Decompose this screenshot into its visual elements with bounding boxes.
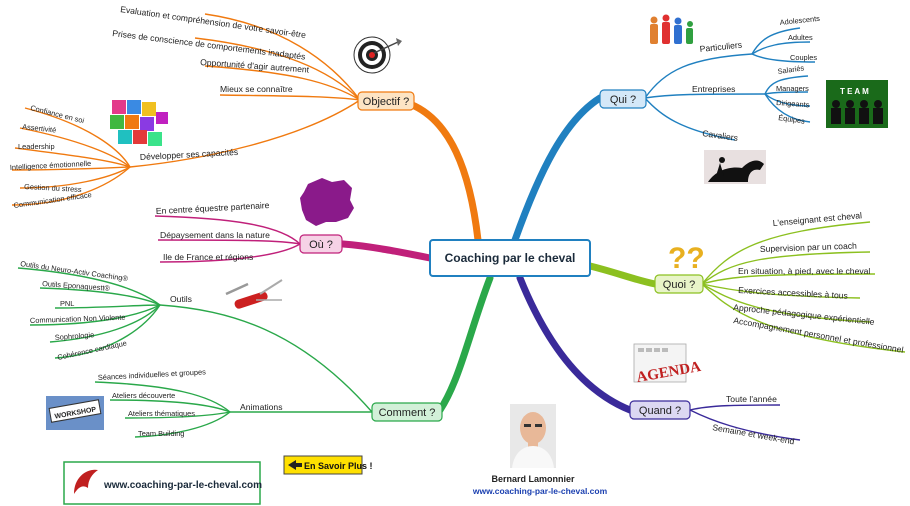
family-icon	[650, 14, 693, 44]
quand-item: Semaine et week-end	[712, 422, 796, 446]
objectif-items: Evaluation et compréhension de votre sav…	[10, 4, 310, 210]
node-quoi[interactable]: Quoi ?	[654, 274, 704, 294]
capacites-item: Intelligence émotionnelle	[10, 159, 92, 172]
comment-label: Comment ?	[379, 407, 436, 419]
particuliers-item: Adolescents	[779, 14, 820, 27]
logo-icon	[74, 469, 98, 494]
objectif-label: Objectif ?	[363, 96, 409, 108]
branch-objectif	[406, 100, 482, 244]
node-objectif[interactable]: Objectif ?	[357, 91, 415, 111]
entreprises-item: Équipes	[778, 113, 806, 126]
animations-item: Team Building	[138, 429, 184, 438]
objectif-item: Mieux se connaître	[220, 84, 293, 94]
quand-sub	[689, 404, 801, 441]
outils-item: Communication Non Violente	[30, 313, 126, 325]
author-url[interactable]: www.coaching-par-le-cheval.com	[472, 486, 608, 496]
horse-rider-icon	[704, 150, 766, 184]
quoi-sub	[701, 221, 906, 353]
main-branches	[339, 94, 659, 414]
ou-item: En centre équestre partenaire	[156, 200, 270, 216]
cavaliers-label: Cavaliers	[702, 128, 739, 143]
target-icon	[353, 36, 402, 74]
arrow-left-icon	[288, 460, 302, 470]
ou-item: Dépaysement dans la nature	[160, 230, 270, 240]
quoi-item: L'enseignant est cheval	[772, 210, 862, 228]
ou-item: Ile de France et régions	[163, 252, 253, 262]
outils-item: Cohérence cardiaque	[57, 338, 128, 361]
france-map-icon	[300, 178, 354, 226]
ou-sub	[154, 215, 301, 263]
quoi-item: Supervision par un coach	[760, 241, 857, 254]
animations-label: Animations	[240, 402, 283, 412]
capacites-item: Assertivité	[22, 122, 57, 135]
capacites-item: Gestion du stress	[24, 182, 82, 194]
author-photo	[510, 404, 556, 468]
en-savoir-plus-button[interactable]: En Savoir Plus !	[283, 455, 373, 475]
author-name: Bernard Lamonnier	[491, 474, 575, 484]
particuliers-label: Particuliers	[699, 40, 742, 54]
website-text: www.coaching-par-le-cheval.com	[103, 480, 262, 491]
quoi-item: En situation, à pied, avec le cheval	[738, 266, 870, 276]
capacites-item: Communication efficace	[13, 190, 92, 210]
qui-label: Qui ?	[610, 94, 636, 106]
quand-items: Toute l'année Semaine et week-end	[712, 394, 796, 446]
node-qui[interactable]: Qui ?	[599, 89, 647, 109]
qui-sub	[644, 27, 816, 141]
particuliers-item: Adultes	[788, 33, 813, 42]
outils-item: Outils du Neuro-Activ Coaching®	[20, 259, 129, 283]
animations-item: Ateliers découverte	[112, 391, 175, 400]
outils-item: PNL	[60, 299, 74, 308]
animations-item: Ateliers thématiques	[128, 409, 195, 418]
quand-label: Quand ?	[639, 405, 681, 417]
node-ou[interactable]: Où ?	[299, 234, 343, 254]
question-marks-text: ??	[668, 242, 705, 275]
entreprises-item: Salariés	[777, 63, 805, 76]
outils-item: Sophrologie	[55, 330, 95, 342]
center-node[interactable]: Coaching par le cheval	[429, 239, 591, 277]
en-savoir-plus-label: En Savoir Plus !	[304, 461, 373, 471]
puzzle-icon	[110, 100, 168, 146]
question-marks-icon: ??	[668, 242, 705, 275]
capacites-label: Développer ses capacités	[140, 147, 239, 162]
entreprises-label: Entreprises	[692, 84, 735, 94]
capacites-item: Leadership	[18, 142, 55, 151]
branch-quand	[516, 274, 634, 414]
center-label: Coaching par le cheval	[445, 251, 576, 265]
qui-items: Particuliers Adolescents Adultes Couples…	[692, 14, 821, 143]
workshop-sign-icon: WORKSHOP	[46, 396, 104, 430]
agenda-icon: AGENDA	[633, 343, 702, 386]
outils-label: Outils	[170, 294, 192, 304]
branch-ou	[339, 240, 434, 262]
ou-label: Où ?	[309, 239, 333, 251]
team-icon: T E A M	[826, 80, 888, 128]
quand-item: Toute l'année	[726, 394, 777, 404]
ou-items: En centre équestre partenaire Dépaysemen…	[156, 200, 271, 262]
objectif-sub	[11, 13, 361, 206]
entreprises-item: Dirigeants	[776, 98, 810, 109]
swiss-knife-icon	[225, 279, 283, 309]
branch-qui	[511, 94, 604, 244]
quoi-label: Quoi ?	[663, 279, 695, 291]
team-text: T E A M	[840, 87, 869, 96]
entreprises-item: Managers	[776, 84, 809, 93]
node-comment[interactable]: Comment ?	[371, 402, 443, 422]
branch-quoi	[586, 262, 659, 288]
capacites-item: Confiance en soi	[30, 103, 86, 125]
quoi-items: L'enseignant est cheval Supervision par …	[733, 210, 905, 355]
particuliers-item: Couples	[790, 53, 817, 62]
branch-comment	[436, 274, 494, 414]
quoi-item: Exercices accessibles à tous	[738, 285, 848, 301]
quoi-item: Accompagnement personnel et professionne…	[733, 315, 905, 355]
node-quand[interactable]: Quand ?	[629, 400, 691, 420]
website-box[interactable]: www.coaching-par-le-cheval.com	[63, 461, 262, 505]
animations-item: Séances individuelles et groupes	[98, 367, 207, 382]
comment-sub	[17, 267, 373, 438]
